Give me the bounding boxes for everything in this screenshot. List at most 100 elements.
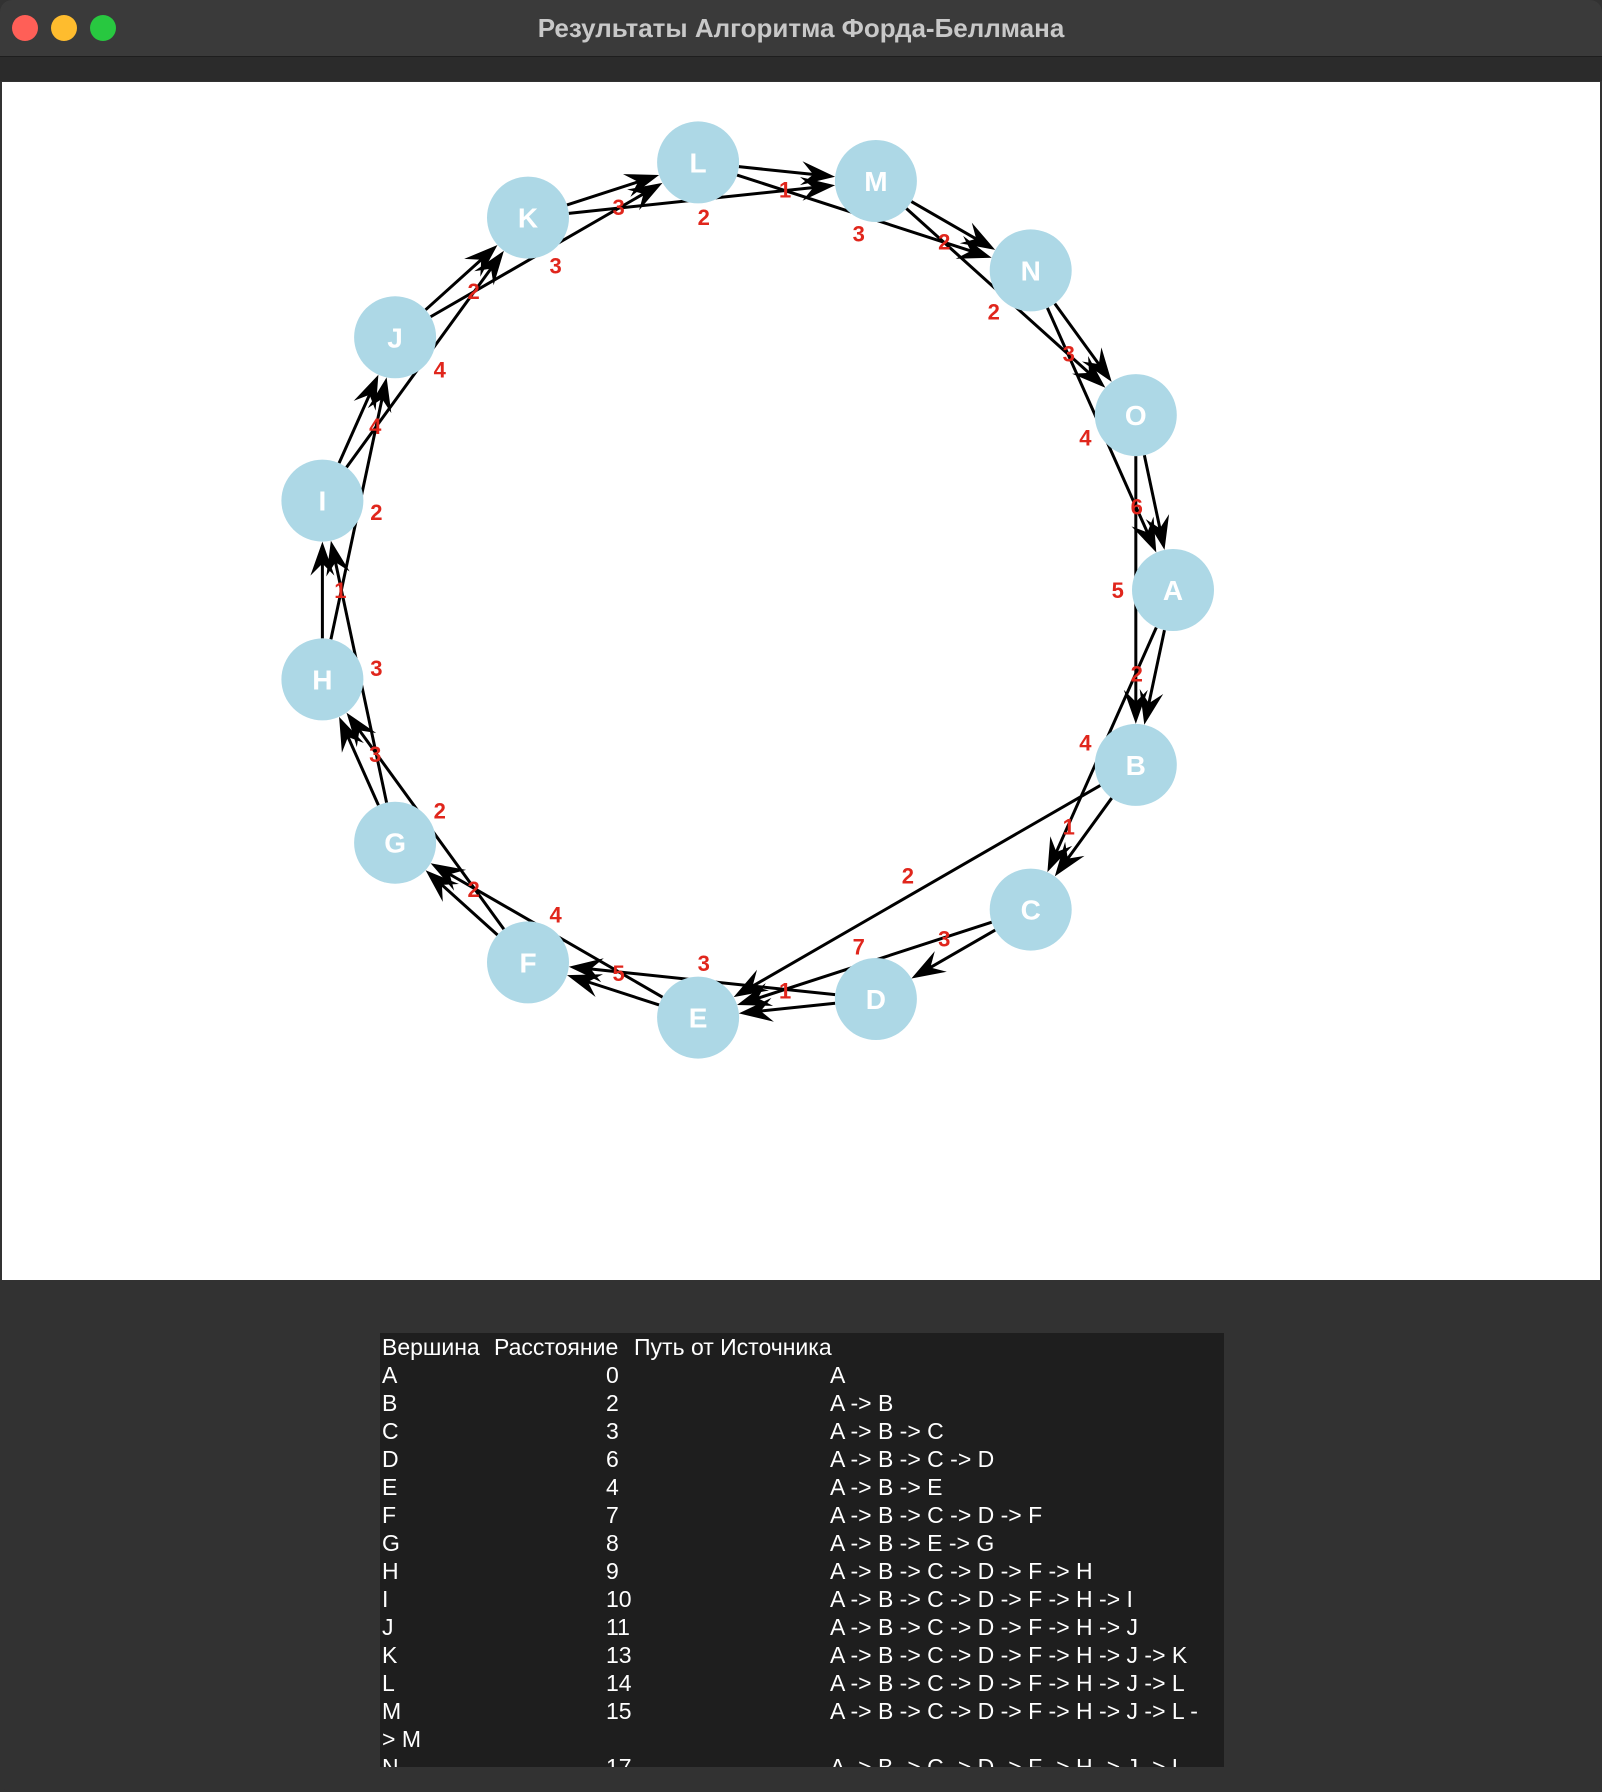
edge-weight-label: 2 bbox=[467, 877, 479, 902]
arrowhead-c-d bbox=[911, 951, 947, 979]
minimize-window-button[interactable] bbox=[51, 15, 77, 41]
row-path: A -> B -> C -> D -> F -> H -> J -> L bbox=[830, 1670, 1185, 1696]
arrowhead-d-e bbox=[738, 997, 774, 1022]
edge-weight-label: 3 bbox=[370, 656, 382, 681]
edge-weight-label: 1 bbox=[334, 578, 346, 603]
edge-weight-label: 3 bbox=[698, 951, 710, 976]
node-d: D bbox=[834, 958, 917, 1040]
row-vertex: M bbox=[382, 1698, 402, 1724]
edge-weight-label: 7 bbox=[853, 935, 865, 960]
arrowhead-c-e bbox=[737, 983, 774, 1006]
node-m: M bbox=[834, 140, 917, 222]
arrowhead-o-b bbox=[1123, 689, 1148, 724]
edge-weight-label: 3 bbox=[938, 927, 950, 952]
edge-j-k bbox=[424, 257, 484, 311]
row-distance: 7 bbox=[606, 1502, 619, 1528]
row-vertex: H bbox=[382, 1558, 399, 1584]
title-bar[interactable]: Результаты Алгоритма Форда-Беллмана bbox=[0, 0, 1602, 57]
node-circle bbox=[1132, 549, 1214, 631]
row-distance: 4 bbox=[606, 1474, 619, 1500]
edge-weight-label: 5 bbox=[1112, 578, 1124, 603]
node-o: O bbox=[1094, 374, 1177, 457]
node-circle bbox=[989, 229, 1072, 312]
row-path: A -> B -> C -> D -> F -> H -> J bbox=[830, 1614, 1139, 1640]
row-path: A -> B -> C -> D -> F -> H -> J -> L bbox=[830, 1754, 1185, 1767]
arrowhead-a-b bbox=[1139, 689, 1164, 725]
row-vertex: G bbox=[382, 1530, 400, 1556]
row-path: A -> B -> C -> D -> F -> H -> I bbox=[830, 1586, 1133, 1612]
node-e: E bbox=[657, 976, 740, 1059]
node-label: E bbox=[689, 1003, 708, 1034]
row-distance: 0 bbox=[606, 1362, 619, 1388]
arrowhead-k-l bbox=[623, 174, 660, 197]
row-path: A -> B -> C -> D -> F -> H -> J -> L - bbox=[830, 1698, 1198, 1724]
edge-weight-label: 2 bbox=[467, 279, 479, 304]
node-label: D bbox=[866, 984, 886, 1015]
arrowhead-j-k bbox=[464, 245, 498, 277]
node-circle bbox=[354, 801, 437, 884]
edge-g-h bbox=[345, 734, 380, 806]
edge-weight-label: 4 bbox=[1079, 731, 1092, 756]
node-circle bbox=[281, 459, 364, 542]
edge-weight-label: 2 bbox=[902, 864, 914, 889]
maximize-window-button[interactable] bbox=[90, 15, 116, 41]
edge-weight-label: 2 bbox=[370, 500, 382, 525]
node-label: A bbox=[1163, 575, 1183, 606]
row-vertex: K bbox=[382, 1642, 398, 1668]
row-path: A -> B -> E -> G bbox=[830, 1530, 995, 1556]
header-distance: Расстояние bbox=[494, 1334, 619, 1360]
arrowhead-f-g bbox=[425, 870, 459, 902]
row-vertex: C bbox=[382, 1418, 399, 1444]
arrowheads-layer bbox=[310, 161, 1170, 1022]
arrowhead-g-i bbox=[326, 540, 350, 577]
edge-weight-label: 6 bbox=[1131, 494, 1143, 519]
close-window-button[interactable] bbox=[12, 15, 38, 41]
row-path: A bbox=[830, 1362, 846, 1388]
edge-weight-label: 2 bbox=[1131, 662, 1143, 687]
node-f: F bbox=[487, 921, 569, 1004]
node-circle bbox=[1094, 374, 1177, 457]
arrowhead-m-n bbox=[959, 222, 996, 250]
edge-weight-label: 3 bbox=[549, 253, 561, 278]
arrowhead-l-m bbox=[800, 161, 836, 186]
node-i: I bbox=[281, 459, 364, 542]
node-label: L bbox=[690, 147, 707, 178]
arrowhead-n-o bbox=[1082, 347, 1112, 382]
edge-f-g bbox=[439, 882, 499, 937]
node-l: L bbox=[657, 121, 740, 204]
window-title: Результаты Алгоритма Форда-Беллмана bbox=[537, 13, 1065, 43]
node-label: M bbox=[864, 166, 887, 197]
toolbar-strip bbox=[0, 57, 1602, 81]
edge-c-d bbox=[927, 928, 996, 970]
arrowhead-o-a bbox=[1145, 514, 1170, 550]
node-circle bbox=[354, 296, 437, 379]
edge-weight-label: 2 bbox=[698, 205, 710, 230]
results-row-continuation: > M bbox=[380, 1725, 1224, 1753]
node-c: C bbox=[989, 868, 1072, 951]
row-distance: 15 bbox=[606, 1698, 632, 1724]
results-header-row: Вершина Расстояние Путь от Источника bbox=[380, 1333, 1224, 1361]
arrowhead-g-h bbox=[339, 716, 364, 753]
row-vertex: J bbox=[382, 1614, 394, 1640]
node-label: J bbox=[387, 322, 403, 353]
row-vertex: L bbox=[382, 1670, 395, 1696]
row-vertex: N bbox=[382, 1754, 399, 1767]
row-path: A -> B -> C -> D -> F bbox=[830, 1502, 1043, 1528]
row-distance: 17 bbox=[606, 1754, 632, 1767]
results-row: M 15 A -> B -> C -> D -> F -> H -> J -> L … bbox=[380, 1697, 1224, 1725]
results-row: N 17 A -> B -> C -> D -> F -> H -> J -> L bbox=[380, 1753, 1224, 1767]
row-distance: 6 bbox=[606, 1446, 619, 1472]
node-k: K bbox=[487, 176, 569, 259]
row-vertex: D bbox=[382, 1446, 399, 1472]
node-a: A bbox=[1132, 549, 1214, 631]
